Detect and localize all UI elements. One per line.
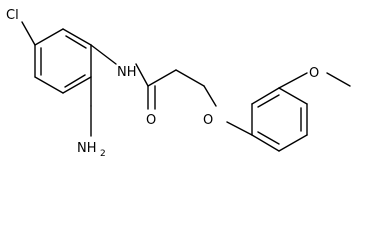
amine-nh-label: NH bbox=[77, 141, 97, 156]
ring1-bond-d bbox=[62, 76, 92, 94]
chloroaniline-ring bbox=[34, 28, 92, 94]
c-cl-bond bbox=[21, 21, 36, 46]
ch2-o-bond bbox=[175, 69, 205, 87]
methoxy-ch3-bond bbox=[326, 72, 351, 87]
nh-carbonyl-bond bbox=[135, 63, 149, 87]
c-nh-bond bbox=[90, 44, 117, 65]
amide-nh-label: NH bbox=[117, 65, 137, 80]
ring1-double-2 bbox=[64, 74, 86, 88]
carbonyl-o-label: O bbox=[146, 113, 156, 128]
ch2-o-bond-2 bbox=[203, 85, 217, 107]
o-ring-bond bbox=[226, 121, 253, 136]
ring1-double-1 bbox=[65, 35, 87, 49]
structure-diagram: Cl NH NH 2 O O O bbox=[6, 8, 351, 159]
ring2-double-1 bbox=[257, 94, 280, 108]
ring1-bond-e bbox=[34, 76, 64, 94]
ring2-double-3 bbox=[257, 131, 280, 145]
methoxy-o-label: O bbox=[309, 66, 319, 81]
ring1-bond-b bbox=[62, 28, 92, 46]
ring1-bond-a bbox=[34, 28, 64, 46]
amine-subscript: 2 bbox=[100, 149, 106, 159]
ether-o-label: O bbox=[203, 113, 213, 128]
methoxyphenyl-ring bbox=[251, 87, 308, 152]
ring2-bond-e bbox=[278, 134, 308, 152]
ring2-bond-b bbox=[251, 87, 280, 105]
ring-methoxy-o-bond bbox=[278, 72, 308, 89]
molecule-structure: Cl NH NH 2 O O O bbox=[6, 8, 351, 159]
ring2-bond-f bbox=[251, 134, 280, 152]
chlorine-label: Cl bbox=[6, 8, 19, 23]
carbonyl-ch2-bond bbox=[147, 69, 177, 87]
ring2-bond-c bbox=[278, 87, 308, 105]
